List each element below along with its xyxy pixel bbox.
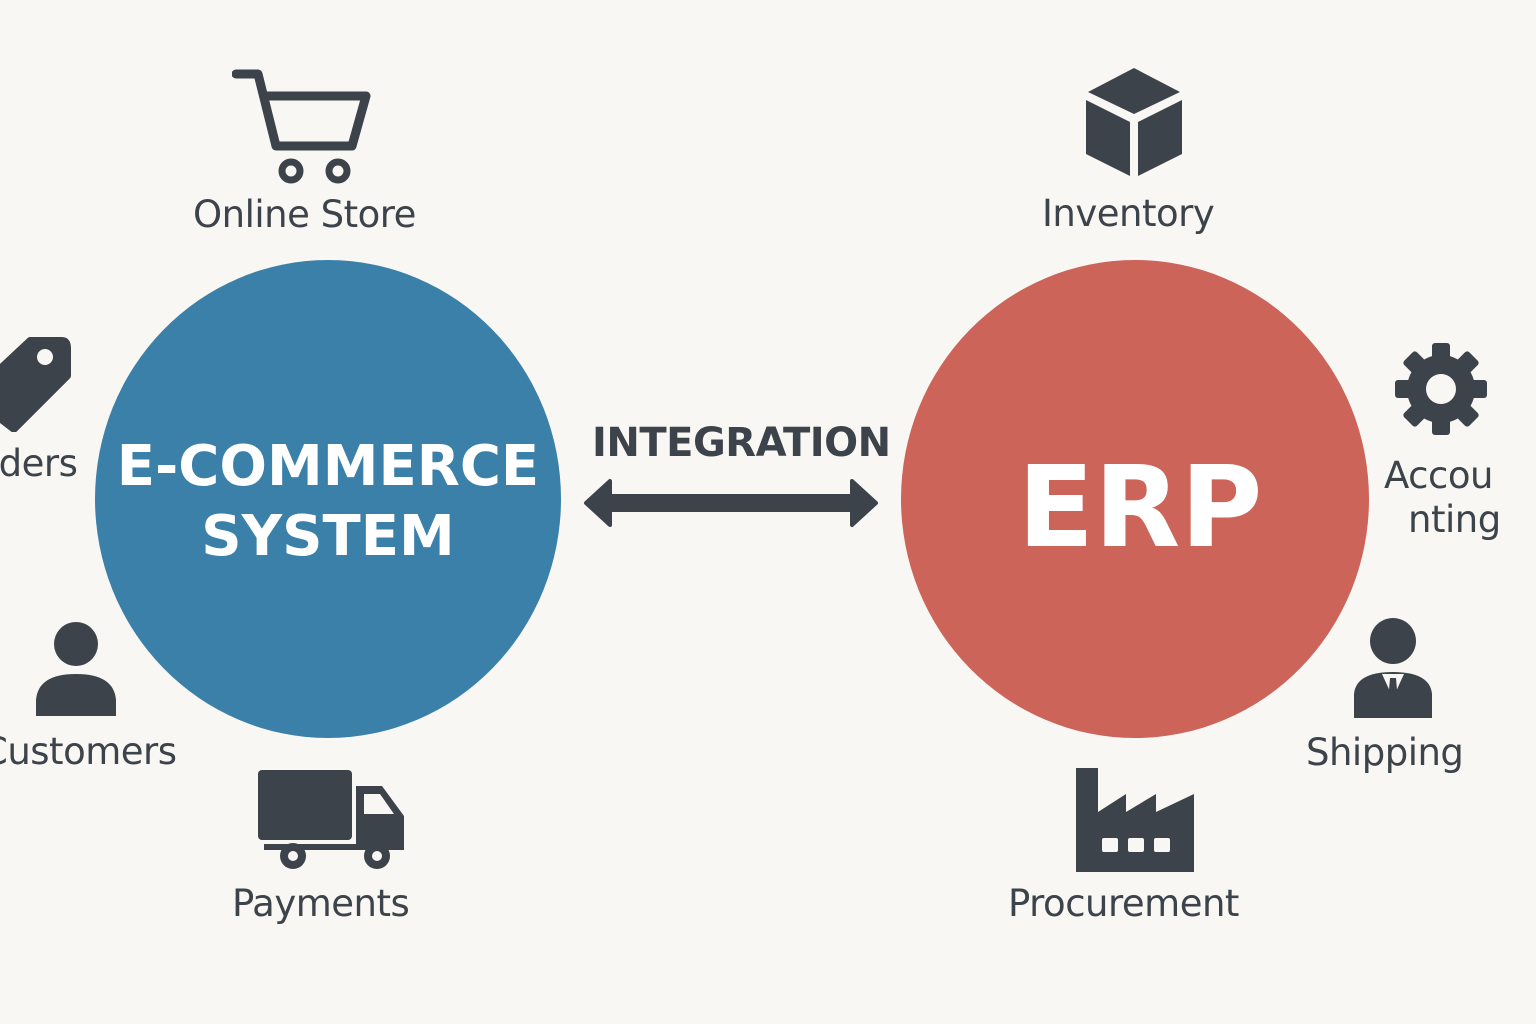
orders-label: Orders: [0, 442, 78, 485]
ecommerce-title-line2: SYSTEM: [201, 504, 455, 569]
ecommerce-system-circle: [95, 260, 561, 738]
box-icon: [1084, 66, 1184, 178]
erp-circle: [901, 260, 1369, 738]
payments-label: Payments: [232, 882, 410, 925]
accounting-label: Accou nting: [1384, 454, 1501, 542]
shopping-cart-icon: [232, 68, 372, 188]
erp-title: ERP: [1017, 443, 1263, 573]
accounting-label-line2: nting: [1408, 498, 1501, 541]
tag-icon: [0, 336, 72, 432]
gear-icon: [1394, 342, 1488, 436]
ecommerce-title-line1: E-COMMERCE: [116, 434, 540, 499]
bidirectional-arrow-icon: [578, 476, 884, 530]
accounting-label-line1: Accou: [1384, 454, 1493, 497]
customers-label: Customers: [0, 730, 177, 773]
businessman-icon: [1352, 618, 1436, 718]
inventory-label: Inventory: [1042, 192, 1215, 235]
factory-icon: [1074, 766, 1196, 874]
delivery-truck-icon: [256, 768, 406, 874]
ecommerce-title: E-COMMERCE SYSTEM: [95, 432, 561, 572]
procurement-label: Procurement: [1008, 882, 1239, 925]
shipping-label: Shipping: [1306, 731, 1464, 774]
integration-label: INTEGRATION: [592, 420, 891, 466]
user-icon: [34, 622, 120, 718]
online-store-label: Online Store: [193, 193, 416, 236]
